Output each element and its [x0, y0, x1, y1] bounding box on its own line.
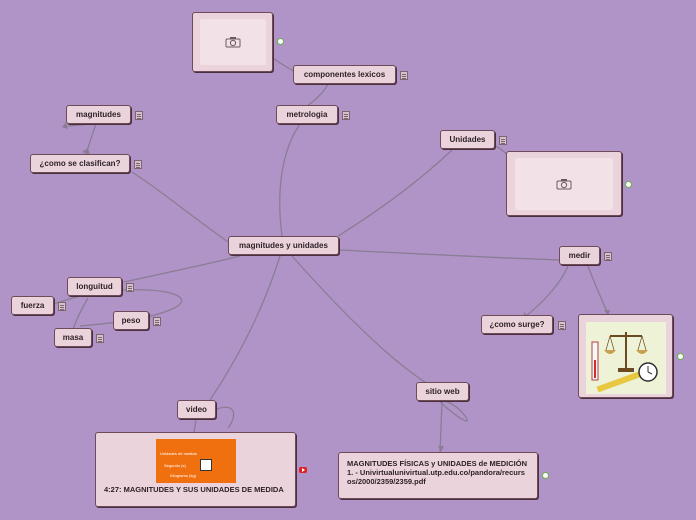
note-icon[interactable] — [96, 334, 104, 343]
line-center-unidades — [338, 150, 452, 236]
note-icon[interactable] — [558, 321, 566, 330]
camera-icon — [556, 178, 572, 190]
web-link-card[interactable]: MAGNITUDES FÍSICAS y UNIDADES de MEDICIÓ… — [338, 452, 538, 499]
line-medir-image — [588, 266, 608, 314]
link-icon[interactable] — [677, 353, 684, 360]
note-icon[interactable] — [604, 252, 612, 261]
node-unidades[interactable]: Unidades — [440, 130, 495, 149]
node-masa[interactable]: masa — [54, 328, 92, 347]
node-medir[interactable]: medir — [559, 246, 600, 265]
line-center-metrologia — [280, 124, 300, 236]
link-icon[interactable] — [277, 38, 284, 45]
image-node-top[interactable] — [192, 12, 273, 72]
line-center-video — [210, 256, 280, 400]
note-icon[interactable] — [58, 302, 66, 311]
camera-icon — [225, 36, 241, 48]
node-componentes-lexicos[interactable]: componentes lexicos — [293, 65, 396, 84]
node-como-se-clasifican[interactable]: ¿como se clasifican? — [30, 154, 130, 173]
line-video-card — [214, 407, 234, 428]
note-icon[interactable] — [153, 317, 161, 326]
line-medir-comosurge — [526, 266, 568, 316]
video-thumbnail[interactable]: Unidades de medida Segundo (s) Kilogramo… — [156, 439, 236, 483]
line-center-clasifican — [132, 172, 228, 242]
line-sitioweb-card — [440, 402, 442, 452]
image-node-unidades[interactable] — [506, 151, 622, 216]
line-sitioweb-loop — [440, 401, 467, 421]
node-magnitudes[interactable]: magnitudes — [66, 105, 131, 124]
measurement-illustration — [586, 322, 666, 394]
line-metrologia-componentes — [307, 84, 328, 106]
note-icon[interactable] — [400, 71, 408, 80]
node-sitio-web[interactable]: sitio web — [416, 382, 469, 401]
image-node-measure[interactable] — [578, 314, 673, 398]
video-icon — [200, 459, 212, 471]
line-center-medir — [340, 250, 560, 260]
line-magnitudes-arrow — [68, 124, 92, 126]
line-componentes-image — [273, 58, 295, 72]
line-center-longuitud — [124, 256, 240, 282]
video-card[interactable]: Unidades de medida Segundo (s) Kilogramo… — [95, 432, 296, 507]
node-peso[interactable]: peso — [113, 311, 149, 330]
node-como-surge[interactable]: ¿como surge? — [481, 315, 553, 334]
note-icon[interactable] — [126, 283, 134, 292]
note-icon[interactable] — [135, 111, 143, 120]
line-video-down — [194, 420, 196, 432]
node-metrologia[interactable]: metrologia — [276, 105, 338, 124]
node-magnitudes-y-unidades[interactable]: magnitudes y unidades — [228, 236, 339, 255]
note-icon[interactable] — [499, 136, 507, 145]
youtube-icon[interactable] — [299, 467, 307, 473]
node-video[interactable]: video — [177, 400, 216, 419]
link-icon[interactable] — [625, 181, 632, 188]
node-longuitud[interactable]: longuitud — [67, 277, 122, 296]
note-icon[interactable] — [134, 160, 142, 169]
link-icon[interactable] — [542, 472, 549, 479]
node-fuerza[interactable]: fuerza — [11, 296, 54, 315]
line-center-sitioweb — [292, 256, 428, 384]
note-icon[interactable] — [342, 111, 350, 120]
